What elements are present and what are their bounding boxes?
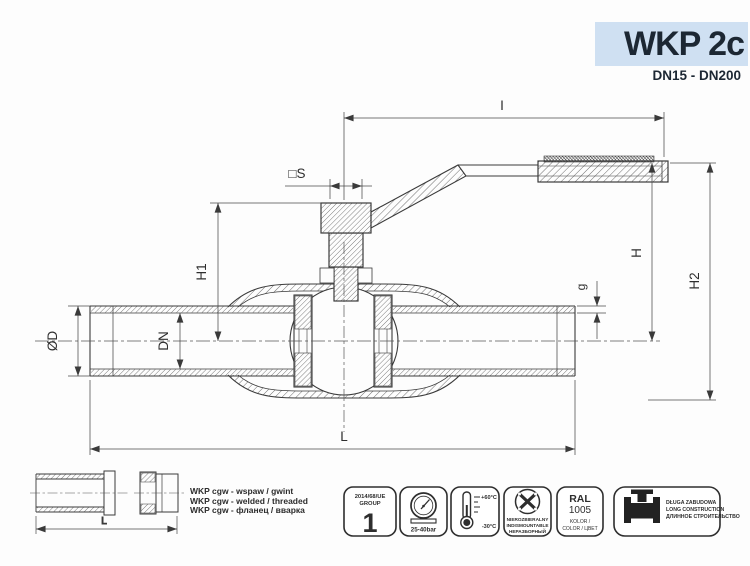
dim-label-L: L xyxy=(340,429,348,444)
flanged-valve-icon xyxy=(624,489,660,523)
dim-label-L-small: L xyxy=(101,516,107,527)
ral-caption-1: KOLOR / xyxy=(570,519,591,525)
ped-group-badge: 2014/68/UE GROUP 1 xyxy=(343,486,397,538)
legend-line-pl: WKP cgw - wspaw / gwint xyxy=(190,486,294,496)
handle-lever xyxy=(370,155,669,229)
badge-row: 2014/68/UE GROUP 1 25-40bar xyxy=(343,486,740,538)
ped-group-value: 1 xyxy=(362,508,377,538)
crossed-wrenches-icon xyxy=(514,488,541,515)
end-connection-drawings: L xyxy=(30,470,184,534)
ped-directive-text: 2014/68/UE xyxy=(355,494,386,500)
product-model: WKP 2c xyxy=(624,25,745,63)
pipe-wall-hatch xyxy=(393,306,574,313)
pressure-badge: 25-40bar xyxy=(399,486,448,537)
dimension-system xyxy=(68,112,716,455)
dim-label-g: g xyxy=(574,284,588,291)
handle-knurl-grip xyxy=(543,155,655,163)
threaded-end-drawing xyxy=(134,471,184,515)
ped-group-label: GROUP xyxy=(359,501,380,507)
title-block: WKP 2c xyxy=(595,22,748,66)
pipe-wall-hatch xyxy=(393,369,574,376)
legend-line-ru: WKP cgw - фланец / вварка xyxy=(190,505,305,515)
ral-color-badge: RAL 1005 KOLOR / COLOR / ЦВЕТ xyxy=(556,486,604,537)
non-dismountable-badge: NIEROZBIERALNY INDISMOUNTABLE НЕРАЗБОРНЫ… xyxy=(503,486,552,537)
thermometer-icon xyxy=(460,491,480,530)
temperature-badge: +60°C -30°C xyxy=(450,486,500,537)
body-shell-bottom xyxy=(228,375,460,398)
dim-label-S: □S xyxy=(288,166,305,181)
pipe-wall-hatch xyxy=(91,306,293,313)
body-shell-top xyxy=(228,284,460,307)
centerlines xyxy=(35,242,660,432)
ral-code: RAL xyxy=(569,493,591,505)
pressure-value: 25-40bar xyxy=(411,527,437,534)
temperature-max: +60°C xyxy=(481,495,497,501)
dim-label-H: H xyxy=(629,248,644,258)
valve-cross-section xyxy=(35,155,669,432)
dn-range: DN15 - DN200 xyxy=(652,68,741,83)
dim-label-H2: H2 xyxy=(687,272,702,289)
temperature-min: -30°C xyxy=(482,524,496,530)
pressure-gauge-icon xyxy=(410,492,437,524)
service-line-pl: NIEROZBIERALNY xyxy=(507,517,550,522)
dim-label-I: I xyxy=(500,98,504,113)
small-L-dimension xyxy=(35,516,178,534)
dim-label-DN: DN xyxy=(156,331,171,351)
pipe-wall-hatch xyxy=(91,369,293,376)
long-construction-badge: DŁUGA ZABUDOWA LONG CONSTRUCTION ДЛИННОЕ… xyxy=(613,486,740,537)
welded-end-drawing xyxy=(30,470,130,516)
dim-label-OD: ØD xyxy=(45,331,60,352)
construction-line-pl: DŁUGA ZABUDOWA xyxy=(666,500,716,506)
stem xyxy=(319,202,373,302)
service-line-ru: НЕРАЗБОРНЫЙ xyxy=(509,527,547,534)
ral-caption-2: COLOR / ЦВЕТ xyxy=(562,526,597,532)
legend-line-en: WKP cgw - welded / threaded xyxy=(190,495,308,506)
dim-label-H1: H1 xyxy=(194,263,209,280)
service-line-en: INDISMOUNTABLE xyxy=(506,523,548,528)
construction-line-ru: ДЛИННОЕ СТРОИТЕЛЬСТВО xyxy=(666,514,740,520)
variant-legend: WKP cgw - wspaw / gwint WKP cgw - welded… xyxy=(190,486,308,516)
construction-line-en: LONG CONSTRUCTION xyxy=(666,507,724,513)
ral-number: 1005 xyxy=(569,505,592,516)
